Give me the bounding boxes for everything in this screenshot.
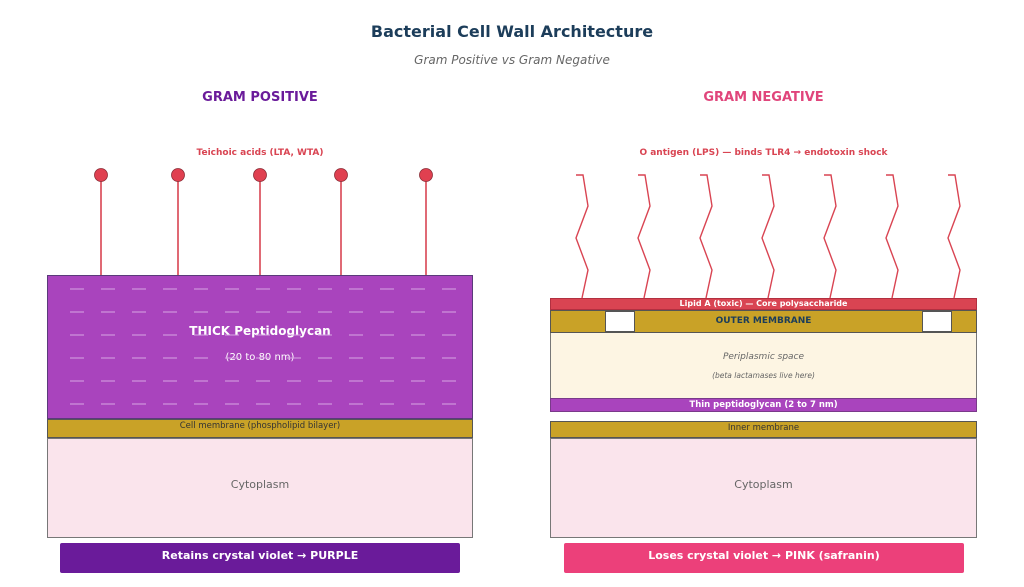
gram-positive-cell-membrane [47,419,473,438]
teichoic-acid-group [94,168,433,275]
outer-membrane [550,310,977,333]
teichoic-acid-head [94,168,108,182]
gram-negative-cytoplasm [550,438,977,538]
cell-membrane-label: Cell membrane (phospholipid bilayer) [179,421,341,431]
teichoic-acid-head [334,168,348,182]
lipid-a-layer [550,298,977,310]
diagram-subtitle: Gram Positive vs Gram Negative [414,53,610,67]
o-antigen-group [575,174,961,299]
teichoic-acid-head [253,168,267,182]
o-antigen-chain [637,174,651,299]
gram-positive-heading: GRAM POSITIVE [202,90,318,105]
gram-negative-result-label: Loses crystal violet → PINK (safranin) [648,549,880,562]
diagram-title: Bacterial Cell Wall Architecture [370,22,654,41]
lipid-a-label: Lipid A (toxic) — Core polysaccharide [679,299,848,308]
teichoic-acid-head [171,168,185,182]
periplasmic-space-note: (beta lactamases live here) [712,371,815,380]
periplasmic-space [550,333,977,398]
o-antigen-chain [823,174,837,299]
porin-channel [922,311,952,332]
inner-membrane [550,421,977,438]
teichoic-acids-annotation: Teichoic acids (LTA, WTA) [196,148,324,158]
thick-peptidoglycan-thickness: (20 to 80 nm) [225,352,295,363]
outer-membrane-label: OUTER MEMBRANE [715,316,812,326]
inner-membrane-label: Inner membrane [727,423,800,433]
gram-negative-result-banner [564,543,964,573]
o-antigen-chain [761,174,775,299]
gram-positive-cytoplasm-label: Cytoplasm [230,478,290,491]
thick-peptidoglycan-label: THICK Peptidoglycan [189,324,331,338]
periplasmic-space-label: Periplasmic space [722,352,805,362]
gram-negative-heading: GRAM NEGATIVE [703,90,824,105]
gram-positive-result-label: Retains crystal violet → PURPLE [161,549,359,562]
gram-negative-cytoplasm-label: Cytoplasm [734,478,793,491]
thick-peptidoglycan-layer [47,275,473,419]
gram-positive-result-banner [60,543,460,573]
gram-positive-cytoplasm [47,438,473,538]
teichoic-acid-head [419,168,433,182]
thin-peptidoglycan-label: Thin peptidoglycan (2 to 7 nm) [689,400,838,410]
o-antigen-annotation: O antigen (LPS) — binds TLR4 → endotoxin… [639,148,888,158]
o-antigen-chain [947,174,961,299]
thin-peptidoglycan-layer [550,398,977,412]
o-antigen-chain [885,174,899,299]
o-antigen-chain [699,174,713,299]
porin-channel [605,311,635,332]
o-antigen-chain [575,174,589,299]
